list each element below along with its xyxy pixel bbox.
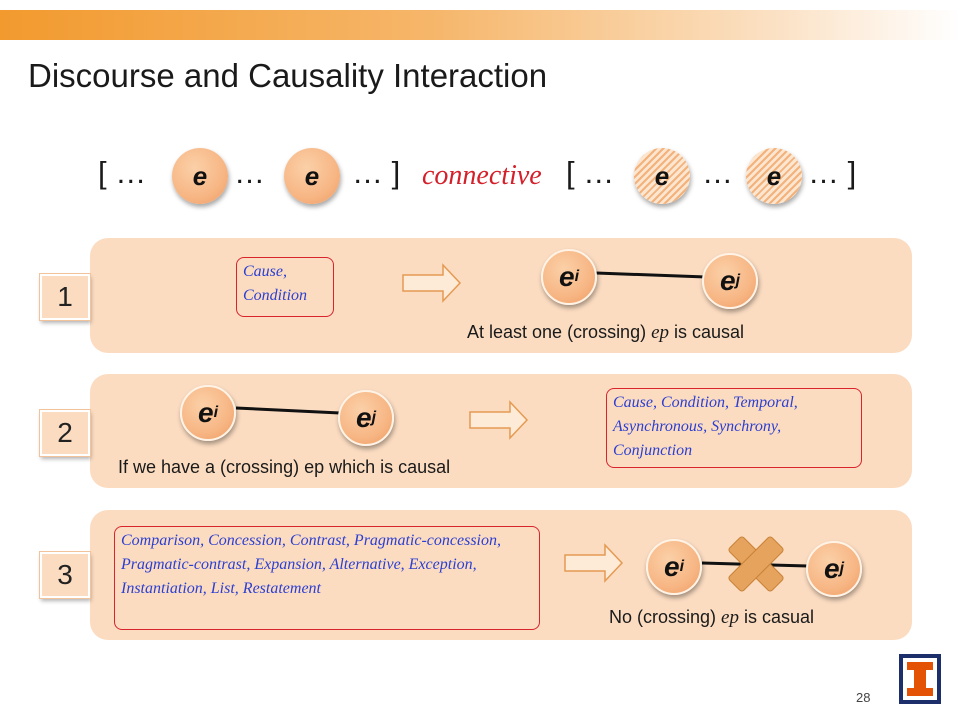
slide-title: Discourse and Causality Interaction [28, 57, 548, 94]
edge-line-2 [235, 406, 341, 415]
university-logo [899, 654, 941, 704]
connective-label: connective [422, 160, 542, 191]
relation-box-2: Cause, Condition, Temporal, Asynchronous… [606, 388, 862, 468]
sequence-mid-1: … [234, 155, 265, 190]
event-bubble-4: e [746, 148, 802, 204]
rule-caption-2: If we have a (crossing) ep which is caus… [118, 457, 451, 477]
sequence-open-1: [ … [98, 155, 147, 190]
event-bubble-2: e [284, 148, 340, 204]
rule-caption-3: No (crossing) ep is casual [609, 607, 815, 628]
cross-mark-icon [728, 536, 784, 592]
right-arrow-icon [564, 543, 624, 583]
rule-number-2: 2 [40, 410, 90, 456]
rule-panel-1 [90, 238, 912, 353]
edge-line-1 [595, 271, 707, 279]
right-arrow-icon [469, 400, 529, 440]
sequence-open-2: [ … [566, 155, 615, 190]
sequence-close-2: … ] [808, 155, 857, 190]
right-arrow-icon [402, 263, 462, 303]
sequence-close-1: … ] [352, 155, 401, 190]
page-number: 28 [856, 690, 871, 705]
sequence-mid-2: … [702, 155, 733, 190]
relation-box-3: Comparison, Concession, Contrast, Pragma… [114, 526, 540, 630]
rule-caption-1: At least one (crossing) ep is causal [467, 322, 745, 343]
rule-number-1: 1 [40, 274, 90, 320]
relation-box-1: Cause, Condition [236, 257, 334, 317]
rule-number-3: 3 [40, 552, 90, 598]
event-bubble-1: e [172, 148, 228, 204]
event-bubble-3: e [634, 148, 690, 204]
top-gradient-bar [0, 10, 960, 40]
